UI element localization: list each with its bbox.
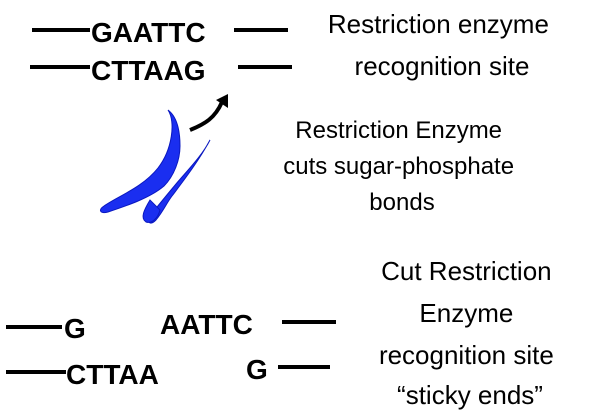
- cut-arrow-head: [216, 94, 228, 108]
- label-line: Restriction Enzyme: [295, 117, 502, 144]
- label-line: bonds: [369, 189, 434, 216]
- enzyme-label: Restriction Enzyme cuts sugar-phosphate …: [283, 117, 520, 216]
- label-line: Cut Restriction: [381, 256, 552, 286]
- label-line: Enzyme: [419, 298, 513, 328]
- right-fragment-bottom: G: [246, 354, 268, 385]
- recognition-site-group: GAATTC CTTAAG Restriction enzyme recogni…: [30, 9, 556, 86]
- cut-arrow: [189, 101, 224, 132]
- recognition-site-label: Restriction enzyme recognition site: [328, 9, 556, 81]
- enzyme-group: Restriction Enzyme cuts sugar-phosphate …: [100, 94, 520, 224]
- label-line: cuts sugar-phosphate: [283, 153, 514, 180]
- label-line: recognition site: [355, 51, 530, 81]
- bottom-strand-sequence: CTTAAG: [91, 55, 206, 86]
- right-fragment-top: AATTC: [160, 309, 253, 340]
- sticky-ends-label: Cut Restriction Enzyme recognition site …: [379, 256, 561, 410]
- scissors-icon: [100, 109, 211, 224]
- top-strand-sequence: GAATTC: [91, 17, 206, 48]
- label-line: “sticky ends”: [397, 380, 543, 410]
- left-fragment-top: G: [64, 313, 86, 344]
- left-fragment-bottom: CTTAA: [66, 359, 159, 390]
- label-line: recognition site: [379, 340, 554, 370]
- sticky-ends-group: G CTTAA AATTC G Cut Restriction Enzyme r…: [6, 256, 561, 410]
- label-line: Restriction enzyme: [328, 9, 549, 39]
